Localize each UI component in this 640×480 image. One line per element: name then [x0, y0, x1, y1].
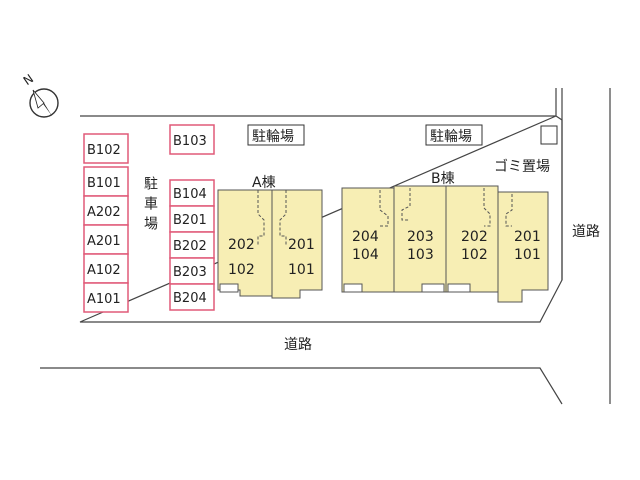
bicycle-parking-b: 駐輪場 [425, 124, 483, 146]
parking-slot: B102 [83, 133, 129, 164]
building-b-unit [497, 191, 549, 303]
parking-slot: A101 [83, 282, 129, 313]
garbage-label: ゴミ置場 [494, 158, 550, 175]
svg-text:A101: A101 [87, 292, 121, 307]
svg-text:104: 104 [352, 247, 379, 263]
svg-text:A102: A102 [87, 263, 121, 278]
svg-text:103: 103 [407, 247, 434, 263]
svg-text:204: 204 [352, 229, 379, 245]
road-south-edge [40, 367, 563, 405]
svg-text:B201: B201 [173, 213, 207, 228]
parking-slot: B201 [169, 205, 215, 233]
svg-text:駐輪場: 駐輪場 [252, 128, 294, 145]
compass-icon: N [21, 71, 59, 118]
svg-text:202: 202 [228, 237, 255, 253]
svg-text:B102: B102 [87, 143, 121, 158]
svg-text:B104: B104 [173, 187, 207, 202]
svg-text:201: 201 [288, 237, 315, 253]
building-a-name: A棟 [252, 175, 276, 191]
building-b: 204 104 203 103 202 102 201 101 [341, 185, 549, 303]
lot-boundary [79, 88, 563, 323]
parking-slot: B202 [169, 231, 215, 259]
svg-text:201: 201 [514, 229, 541, 245]
road-label-south: 道路 [284, 337, 312, 353]
svg-text:101: 101 [514, 247, 541, 263]
compass-label: N [21, 71, 36, 88]
bicycle-parking-a: 駐輪場 [247, 124, 305, 146]
svg-text:102: 102 [461, 247, 488, 263]
building-a-unit [271, 189, 323, 299]
svg-text:B101: B101 [87, 176, 121, 191]
parking-right-column: B103 B104 B201 B202 B203 B204 [169, 124, 215, 311]
parking-slot: B204 [169, 283, 215, 311]
building-b-name: B棟 [431, 171, 455, 187]
parking-slot: A201 [83, 224, 129, 255]
svg-text:駐輪場: 駐輪場 [430, 128, 472, 145]
svg-text:101: 101 [288, 262, 315, 278]
parking-left-column: B102 B101 A202 A201 A102 A101 [83, 133, 129, 313]
svg-text:B204: B204 [173, 291, 207, 306]
parking-slot: A102 [83, 253, 129, 284]
svg-text:B103: B103 [173, 134, 207, 149]
svg-text:B203: B203 [173, 265, 207, 280]
road-label-east: 道路 [572, 224, 600, 240]
parking-slot: B104 [169, 179, 215, 207]
svg-text:B202: B202 [173, 239, 207, 254]
parking-slot: B103 [169, 124, 215, 155]
building-a: 202 102 201 101 [217, 189, 323, 299]
svg-text:203: 203 [407, 229, 434, 245]
parking-label: 駐車場 [142, 176, 158, 236]
svg-text:A201: A201 [87, 234, 121, 249]
parking-slot: B101 [83, 166, 129, 197]
svg-text:202: 202 [461, 229, 488, 245]
svg-text:A202: A202 [87, 205, 121, 220]
parking-slot: A202 [83, 195, 129, 226]
garbage-box [540, 125, 558, 145]
svg-text:102: 102 [228, 262, 255, 278]
parking-slot: B203 [169, 257, 215, 285]
